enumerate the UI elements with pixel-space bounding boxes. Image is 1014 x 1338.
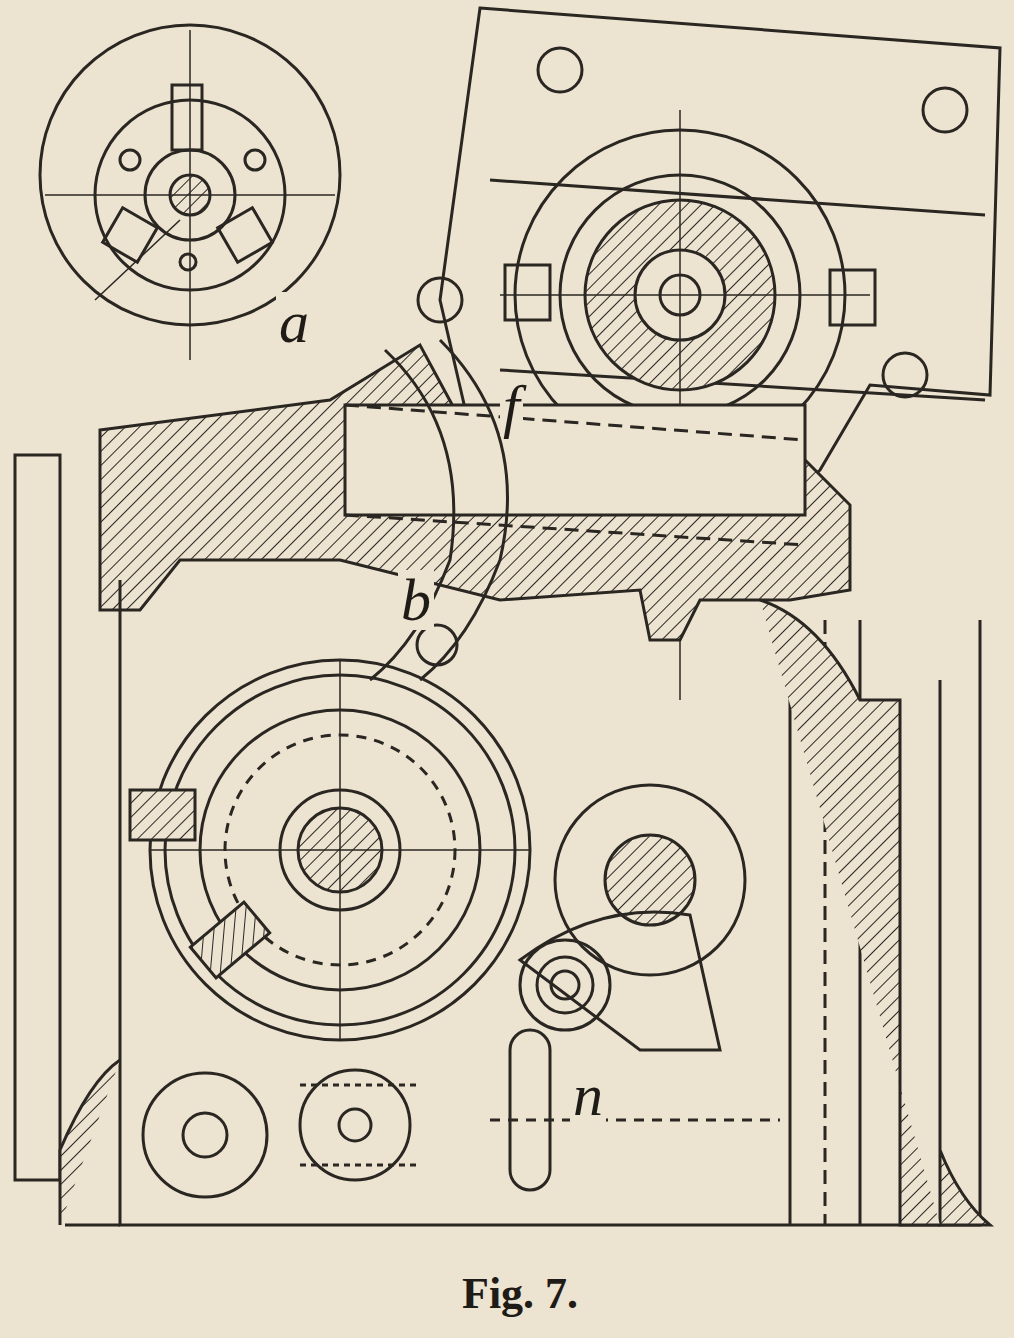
figure-caption: Fig. 7. — [462, 1272, 578, 1316]
detail-letter: a — [276, 292, 312, 352]
part-letter: n — [570, 1065, 606, 1125]
part-letter: b — [398, 570, 434, 630]
part-letter: f — [500, 376, 523, 436]
